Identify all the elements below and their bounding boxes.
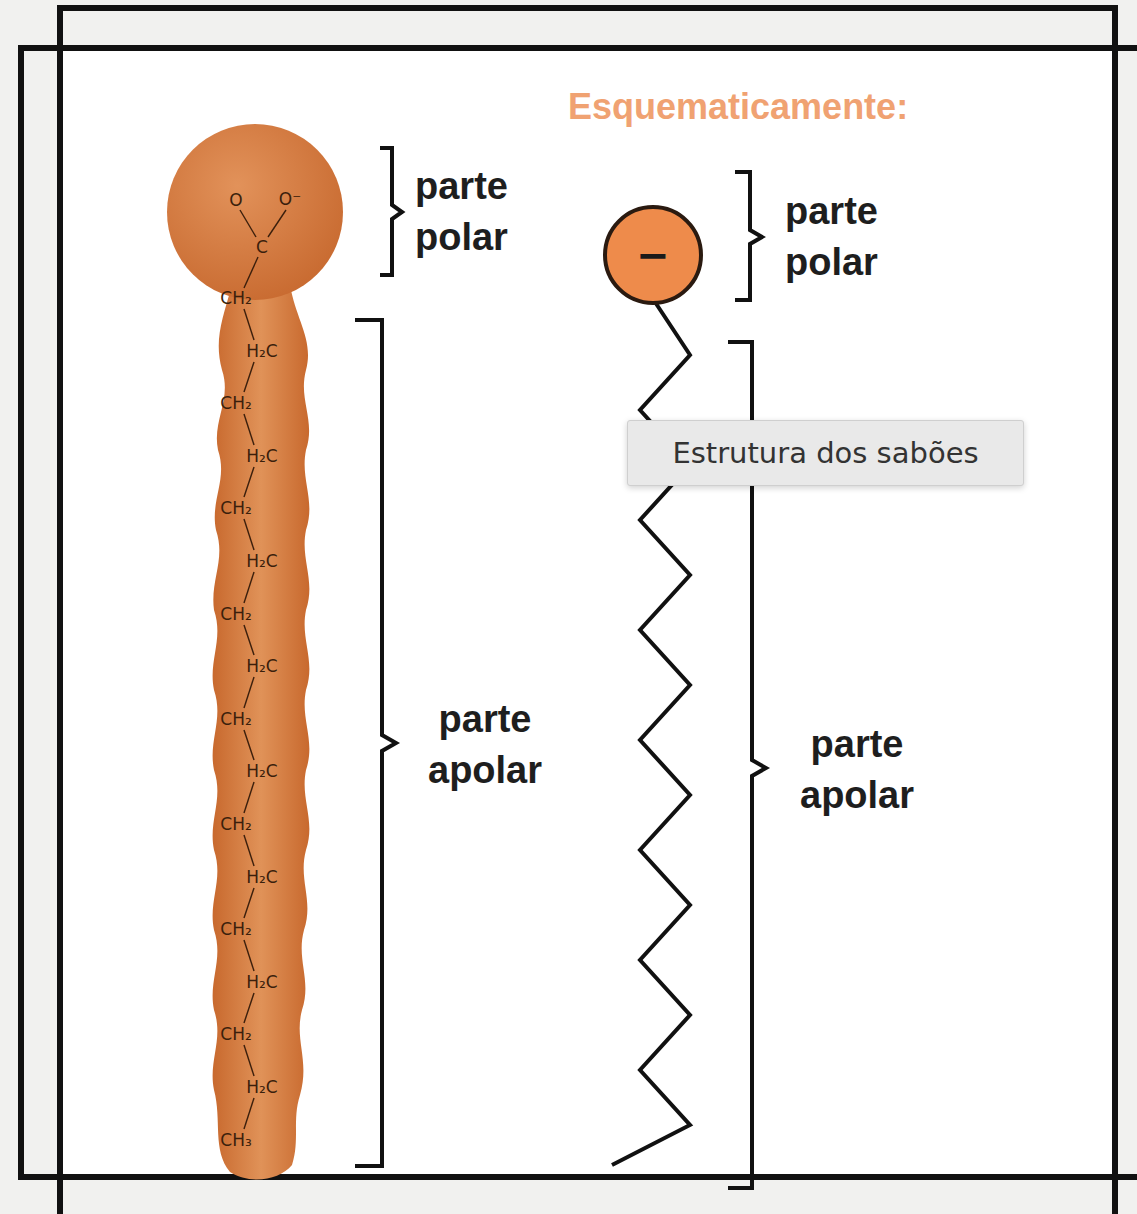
bond	[244, 414, 254, 445]
atom-label: CH₂	[220, 711, 251, 728]
charge-sign: −	[636, 235, 670, 275]
panel	[57, 45, 1118, 1180]
atom-label: CH₂	[220, 921, 251, 938]
atom-label: H₂C	[246, 448, 277, 465]
frame	[21, 48, 1137, 1177]
bracket	[355, 320, 396, 1166]
bond	[244, 1098, 254, 1129]
bond	[244, 309, 254, 340]
atom-label: H₂C	[246, 343, 277, 360]
bond	[244, 940, 254, 971]
polar-head	[167, 124, 343, 300]
bond	[244, 993, 254, 1023]
frame	[60, 8, 1115, 1214]
bond	[244, 519, 254, 550]
bond	[244, 782, 254, 813]
part-label: parte polar	[415, 161, 508, 264]
atom-label: H₂C	[246, 763, 277, 780]
bracket	[735, 172, 762, 300]
tooltip-text: Estrutura dos sabões	[672, 436, 978, 470]
atom-label: CH₂	[220, 606, 251, 623]
atom-label: O⁻	[279, 191, 301, 208]
bond	[244, 1045, 254, 1076]
bond	[244, 730, 254, 760]
bond	[268, 210, 286, 237]
atom-label: CH₂	[220, 1026, 251, 1043]
part-label: parte apolar	[800, 719, 914, 822]
atom-label: H₂C	[246, 553, 277, 570]
atom-label: CH₂	[220, 500, 251, 517]
bond	[244, 625, 254, 655]
tooltip-box: Estrutura dos sabões	[627, 420, 1024, 486]
atom-label: CH₃	[220, 1132, 251, 1149]
atom-label: CH₂	[220, 395, 251, 412]
atom-label: H₂C	[246, 1079, 277, 1096]
bond	[244, 362, 254, 392]
bond	[244, 677, 254, 708]
part-label: parte apolar	[428, 694, 542, 797]
atom-label: CH₂	[220, 290, 251, 307]
atom-label: H₂C	[246, 658, 277, 675]
bond	[244, 467, 254, 497]
bond	[240, 210, 256, 237]
bonds	[240, 210, 286, 1129]
bracket	[380, 148, 402, 275]
hydrocarbon-tail	[213, 285, 310, 1179]
atom-label: O	[229, 192, 242, 209]
atom-label: H₂C	[246, 974, 277, 991]
bond	[244, 888, 254, 918]
bond	[244, 257, 258, 288]
atom-label: CH₂	[220, 816, 251, 833]
part-label: parte polar	[785, 186, 878, 289]
charge-circle: −	[603, 205, 703, 305]
title: Esquematicamente:	[568, 86, 908, 128]
atom-label: H₂C	[246, 869, 277, 886]
atom-label: C	[256, 239, 268, 256]
bond	[244, 572, 254, 603]
bond	[244, 835, 254, 866]
